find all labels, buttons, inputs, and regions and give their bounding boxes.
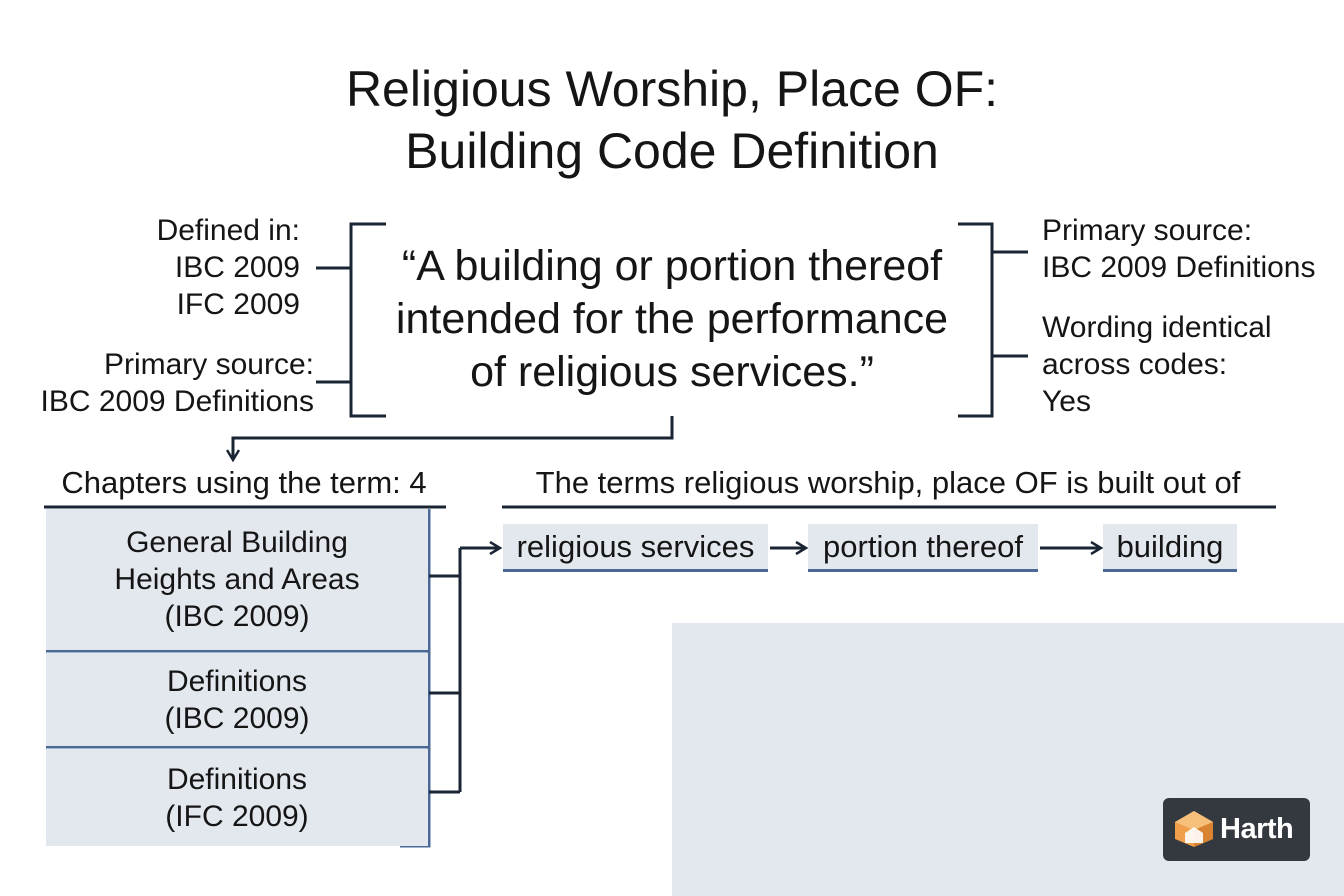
definition-bracket-right <box>958 222 994 418</box>
title-line-1: Religious Worship, Place OF: <box>345 61 999 117</box>
primary-source-right-value: IBC 2009 Definitions <box>1042 251 1316 284</box>
wording-value: Yes <box>1042 385 1091 418</box>
chapter-3-line-1: Definitions <box>166 762 308 796</box>
wording-line-2: across codes: <box>1042 348 1228 381</box>
chapter-list-border <box>400 509 431 848</box>
chapter-1-line-1: General Building <box>126 526 348 559</box>
harth-logo-icon <box>1175 811 1213 847</box>
chapter-3-line-2: (IFC 2009) <box>165 799 309 833</box>
primary-source-right: Primary source: IBC 2009 Definitions <box>1042 212 1316 286</box>
definition-to-chapters-arrow <box>233 416 674 460</box>
wording-line-1: Wording identical <box>1042 311 1272 344</box>
definition-line-1: “A building or portion thereof <box>401 242 943 290</box>
definition-bracket-left <box>349 222 386 418</box>
primary-source-left-heading: Primary source: <box>103 348 314 381</box>
page-title: Religious Worship, Place OF: Building Co… <box>0 58 1344 182</box>
harth-logo: Harth <box>1163 798 1310 861</box>
term-building: building <box>1103 524 1237 572</box>
defined-in-code-1: IBC 2009 <box>174 251 300 284</box>
defined-in-code-2: IFC 2009 <box>176 288 300 321</box>
primary-source-right-heading: Primary source: <box>1042 214 1253 247</box>
primary-source-left: Primary source: IBC 2009 Definitions <box>41 346 315 420</box>
chapter-item: Definitions (IBC 2009) <box>46 653 428 746</box>
defined-in-label: Defined in: IBC 2009 IFC 2009 <box>157 212 300 323</box>
chapters-title: Chapters using the term: 4 <box>61 465 427 500</box>
title-line-2: Building Code Definition <box>405 123 939 179</box>
chapter-item: General Building Heights and Areas (IBC … <box>46 509 428 650</box>
chapter-1-line-3: (IBC 2009) <box>164 600 310 633</box>
chapter-2-line-2: (IBC 2009) <box>164 701 310 735</box>
primary-source-left-value: IBC 2009 Definitions <box>40 385 315 418</box>
term-religious-services: religious services <box>503 524 768 572</box>
built-out-of-title: The terms religious worship, place OF is… <box>535 465 1241 500</box>
chapter-2-line-1: Definitions <box>166 664 308 698</box>
definition-line-3: of religious services.” <box>470 348 874 396</box>
wording-identical: Wording identical across codes: Yes <box>1042 309 1272 420</box>
definition-line-2: intended for the performance <box>395 295 949 343</box>
chapter-item: Definitions (IFC 2009) <box>46 749 428 846</box>
definition-quote: “A building or portion thereof intended … <box>372 240 972 399</box>
chapter-1-line-2: Heights and Areas <box>114 563 360 596</box>
harth-logo-text: Harth <box>1220 813 1294 845</box>
term-portion-thereof: portion thereof <box>808 524 1038 572</box>
defined-in-heading: Defined in: <box>156 214 300 247</box>
